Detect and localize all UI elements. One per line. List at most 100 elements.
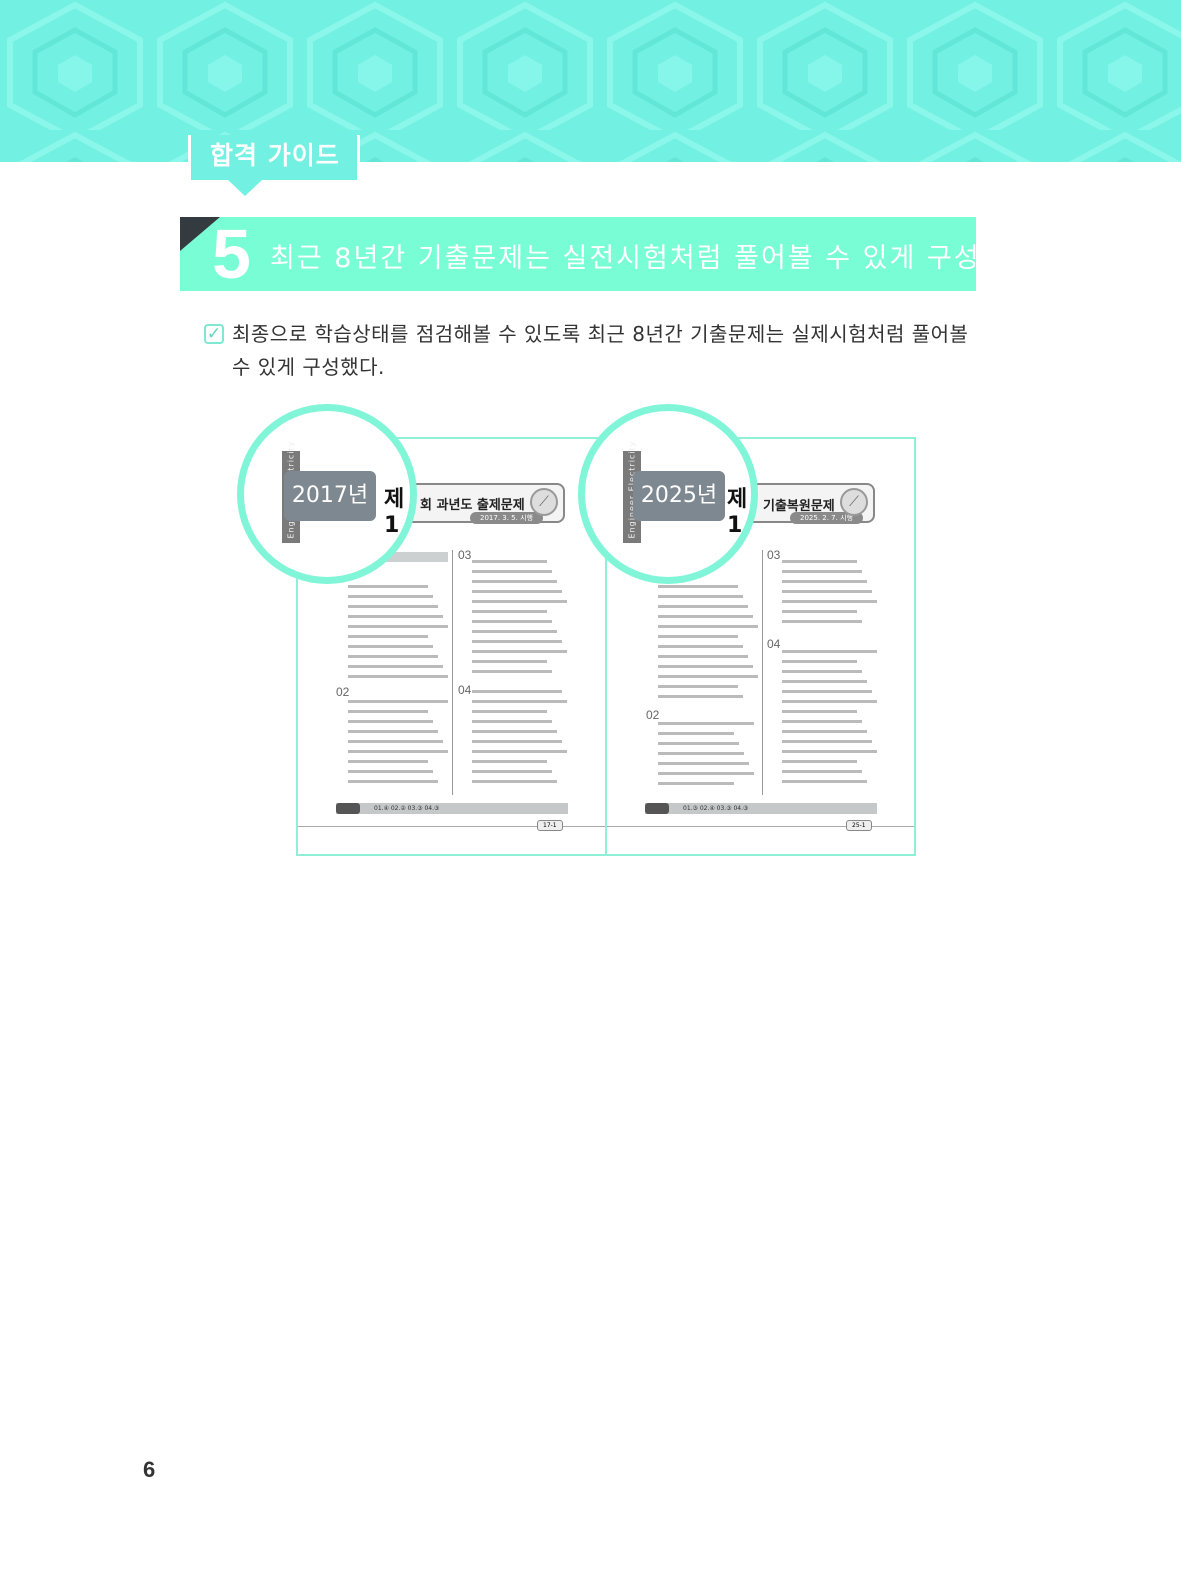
guide-tab [188,135,360,180]
left-answers: 01.④ 02.② 03.③ 04.③ [374,805,440,812]
text-line [348,780,438,783]
text-line [782,670,862,673]
guide-tab-pointer [228,180,262,196]
text-line [658,752,744,755]
section-corner [180,217,220,251]
text-line [472,760,547,763]
left-q03: 03 [458,548,472,562]
left-column-separator [452,550,453,795]
section-number: 5 [212,215,251,293]
text-line [782,610,857,613]
text-line [348,675,448,678]
text-line [348,730,438,733]
text-line [348,740,443,743]
text-line [472,610,547,613]
text-line [472,640,562,643]
right-round: 제1 [727,487,748,538]
text-line [658,655,748,658]
text-line [782,780,867,783]
text-line [472,730,557,733]
text-line [658,625,758,628]
left-q04: 04 [458,683,472,697]
text-line [348,720,433,723]
section-bar [180,217,976,291]
text-line [658,722,754,725]
right-year: 2025년 [633,471,725,521]
text-line [472,670,552,673]
text-line [782,560,857,563]
right-answers: 01.③ 02.④ 03.③ 04.③ [683,805,749,812]
text-line [472,560,547,563]
right-q04: 04 [767,637,781,651]
text-line [782,620,862,623]
text-line [472,620,552,623]
text-line [658,595,743,598]
right-column-separator [762,550,763,795]
text-line [472,700,567,703]
text-line [472,710,547,713]
text-line [658,615,753,618]
text-line [348,625,448,628]
description-text: 최종으로 학습상태를 점검해볼 수 있도록 최근 8년간 기출문제는 실제시험처… [232,322,969,379]
text-line [348,605,438,608]
text-line [658,782,734,785]
text-line [782,760,857,763]
text-line [782,660,857,663]
text-line [348,615,443,618]
right-magnifier: Engineer Electricity 2025년 제1 [578,404,758,584]
text-line [472,740,562,743]
left-section-head [340,552,448,562]
right-q02: 02 [646,708,660,722]
left-year: 2017년 [284,471,376,521]
right-page-rule [607,826,914,827]
text-line [472,600,567,603]
text-line [658,585,738,588]
text-line [658,732,734,735]
text-line [782,730,867,733]
right-title: 기출복원문제 [763,499,835,514]
section-title: 최근 8년간 기출문제는 실전시험처럼 풀어볼 수 있게 구성 [270,243,981,274]
text-line [782,710,857,713]
right-answer-bar: 01.③ 02.④ 03.③ 04.③ [645,803,877,814]
text-line [658,685,738,688]
text-line [472,570,552,573]
text-line [658,675,758,678]
text-line [348,665,443,668]
text-line [472,750,567,753]
right-page-number: 25-1 [846,820,872,831]
text-line [658,762,749,765]
text-line [472,660,547,663]
text-line [472,580,557,583]
left-magnifier: Engineer Electricity 2017년 제1 [237,404,417,584]
text-line [348,760,428,763]
left-title: 회 과년도 출제문제 [420,498,525,513]
text-line [782,690,872,693]
text-line [782,590,872,593]
text-line [472,720,552,723]
text-line [472,630,557,633]
spread-gutter [605,437,607,856]
gauge-icon: ⟋ [530,488,558,516]
left-page-rule [298,826,605,827]
gauge-icon: ⟋ [840,488,868,516]
text-line [782,720,862,723]
text-line [658,695,743,698]
text-line [782,700,877,703]
text-line [658,645,743,648]
text-line [782,740,872,743]
text-line [348,770,433,773]
left-page-number: 17-1 [537,820,563,831]
text-line [348,750,448,753]
right-date: 2025. 2. 7. 시행 [790,512,863,524]
text-line [782,600,877,603]
text-line [782,680,867,683]
text-line [472,690,562,693]
text-line [472,650,567,653]
text-line [782,650,877,653]
text-line [472,590,562,593]
text-line [782,770,862,773]
text-line [658,665,753,668]
right-q03: 03 [767,548,781,562]
text-line [348,595,433,598]
text-line [658,635,738,638]
